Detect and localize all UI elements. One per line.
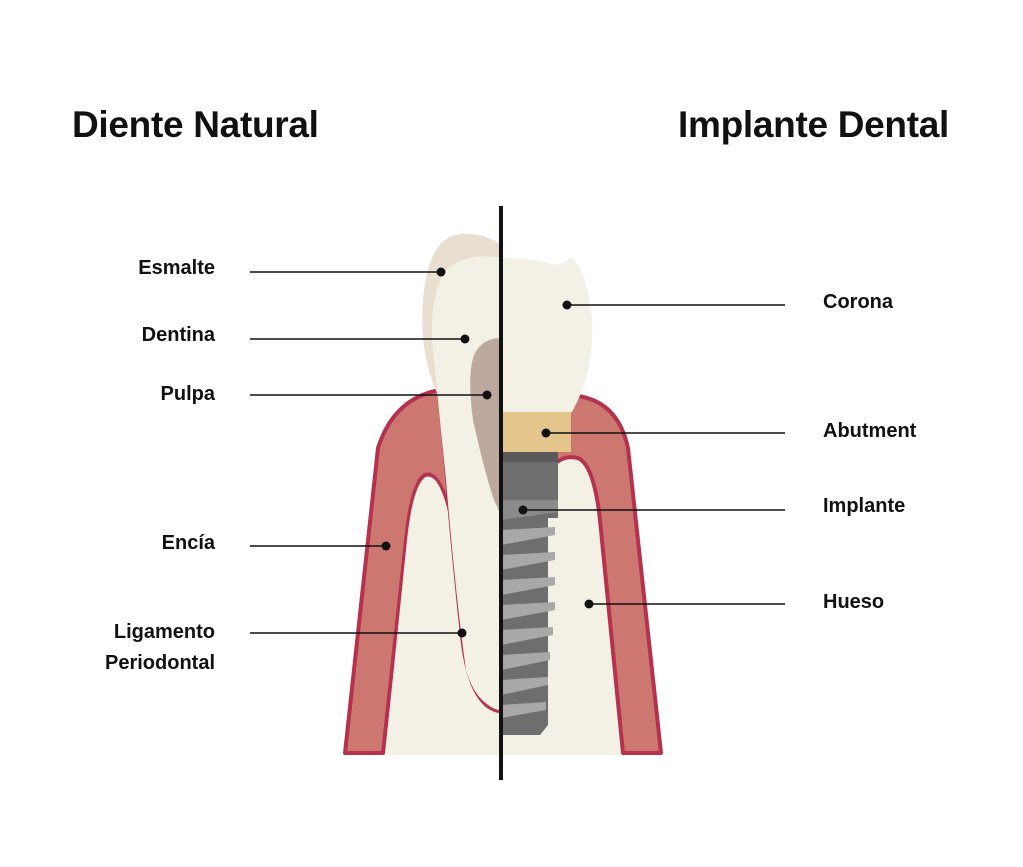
implant-abutment — [501, 412, 571, 452]
label-abutment: Abutment — [823, 420, 917, 442]
right-leaders — [518, 300, 785, 609]
implant-crown — [501, 258, 593, 412]
esmalte-dot — [436, 267, 446, 277]
dental-implant-title: Implante Dental — [678, 104, 949, 145]
implant-side — [501, 258, 663, 755]
natural-bone-inner — [385, 476, 501, 755]
ligamento-dot — [457, 628, 467, 638]
abutment-dot — [541, 428, 551, 438]
label-hueso: Hueso — [823, 591, 885, 613]
hueso-dot — [584, 599, 594, 609]
corona-dot — [562, 300, 572, 310]
label-implante: Implante — [823, 495, 906, 517]
implante-dot — [518, 505, 528, 515]
natural-tooth-title: Diente Natural — [72, 104, 319, 145]
pulpa-dot — [482, 390, 492, 400]
label-dentina: Dentina — [141, 324, 215, 346]
label-esmalte: Esmalte — [138, 257, 215, 279]
natural-pulp — [470, 338, 501, 515]
natural-gum — [343, 388, 454, 755]
label-encia: Encía — [161, 532, 215, 554]
natural-tooth-side — [343, 233, 501, 755]
label-corona: Corona — [823, 291, 893, 313]
dentina-dot — [460, 334, 470, 344]
left-leaders — [250, 267, 492, 638]
implant-threads — [501, 500, 558, 718]
label-periodontal: Periodontal — [104, 652, 215, 674]
implant-collar — [501, 452, 558, 462]
label-pulpa: Pulpa — [160, 383, 215, 405]
label-ligamento: Ligamento — [113, 621, 215, 643]
encia-dot — [381, 541, 391, 551]
